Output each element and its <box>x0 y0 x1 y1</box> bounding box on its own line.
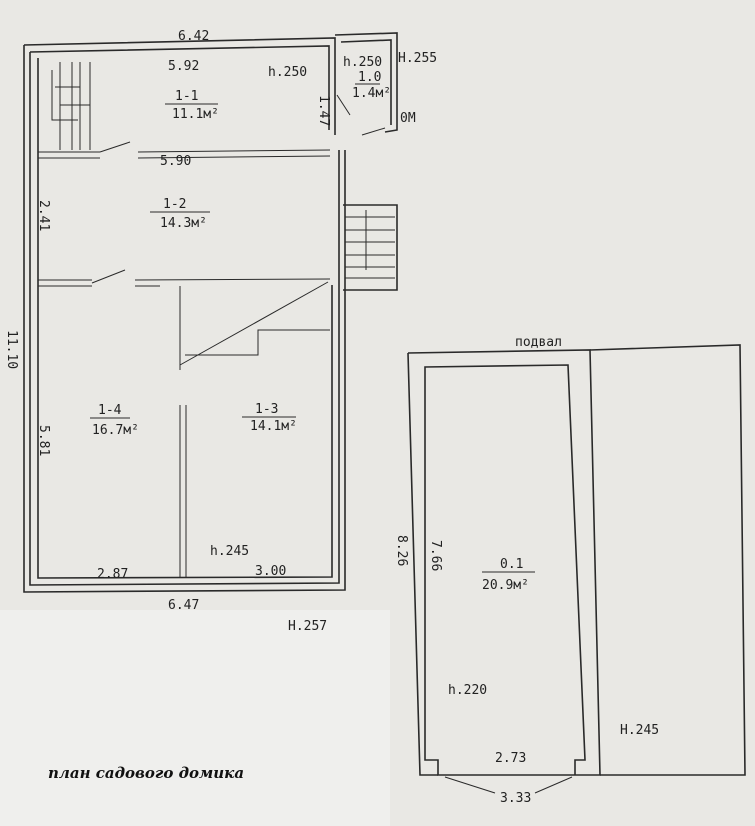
room-1-4-id: 1-4 <box>98 403 122 418</box>
room-1-1-id: 1-1 <box>175 89 198 104</box>
door-swing-3 <box>336 94 351 116</box>
om-mark: 0M <box>400 111 416 126</box>
room-1-2-area: 14.3м² <box>160 216 207 231</box>
dim-top-outer: 6.42 <box>178 29 209 44</box>
basement-height-mark: h.220 <box>448 683 487 698</box>
basement-dim-bottom-outer: 3.33 <box>500 791 531 806</box>
height-mark-lower: h.245 <box>210 544 249 559</box>
dim-bottom-right: 3.00 <box>255 564 286 579</box>
room-1-0-id: 1.0 <box>358 70 381 85</box>
stairs-left <box>51 62 91 150</box>
dim-top-inner: 5.92 <box>168 59 199 74</box>
dim-bottom-outer: 6.47 <box>168 598 199 613</box>
door-swing-4 <box>361 127 386 136</box>
basement-dim-outer-height: 8.26 <box>394 535 409 566</box>
stairs-right <box>343 204 398 291</box>
basement-absolute-mark: H.245 <box>620 723 659 738</box>
basement-dim-bottom-inner: 2.73 <box>495 751 526 766</box>
room-1-3-area: 14.1м² <box>250 419 297 434</box>
basement-dim-inner-height: 7.66 <box>428 540 443 571</box>
dim-height-12: 2.41 <box>36 200 51 231</box>
basement-room-area: 20.9м² <box>482 578 529 593</box>
height-mark-main: h.250 <box>268 65 307 80</box>
dim-mid: 5.90 <box>160 154 191 169</box>
dim-annex-door: 1.47 <box>316 95 331 126</box>
absolute-mark-annex: H.255 <box>398 51 437 66</box>
plan-caption: план садового домика <box>48 764 244 782</box>
room-1-0-area: 1.4м² <box>352 86 391 101</box>
room-1-1-area: 11.1м² <box>172 107 219 122</box>
basement-walls <box>407 344 746 794</box>
room-label-lines <box>90 83 535 573</box>
lighter-paper-area <box>0 610 390 826</box>
room-1-4-area: 16.7м² <box>92 423 139 438</box>
basement-room-id: 0.1 <box>500 557 523 572</box>
height-mark-annex: h.250 <box>343 55 382 70</box>
room-1-2-id: 1-2 <box>163 197 186 212</box>
absolute-mark-main: H.257 <box>288 619 327 634</box>
dim-bottom-left: 2.87 <box>97 567 128 582</box>
door-swing-1 <box>99 141 131 153</box>
ground-floor-walls <box>23 32 398 593</box>
door-swing-2 <box>91 269 126 284</box>
basement-title: подвал <box>515 335 562 350</box>
dim-height-lower: 5.81 <box>36 425 51 456</box>
room-1-3-id: 1-3 <box>255 402 278 417</box>
dim-height-total: 11.10 <box>4 330 19 369</box>
